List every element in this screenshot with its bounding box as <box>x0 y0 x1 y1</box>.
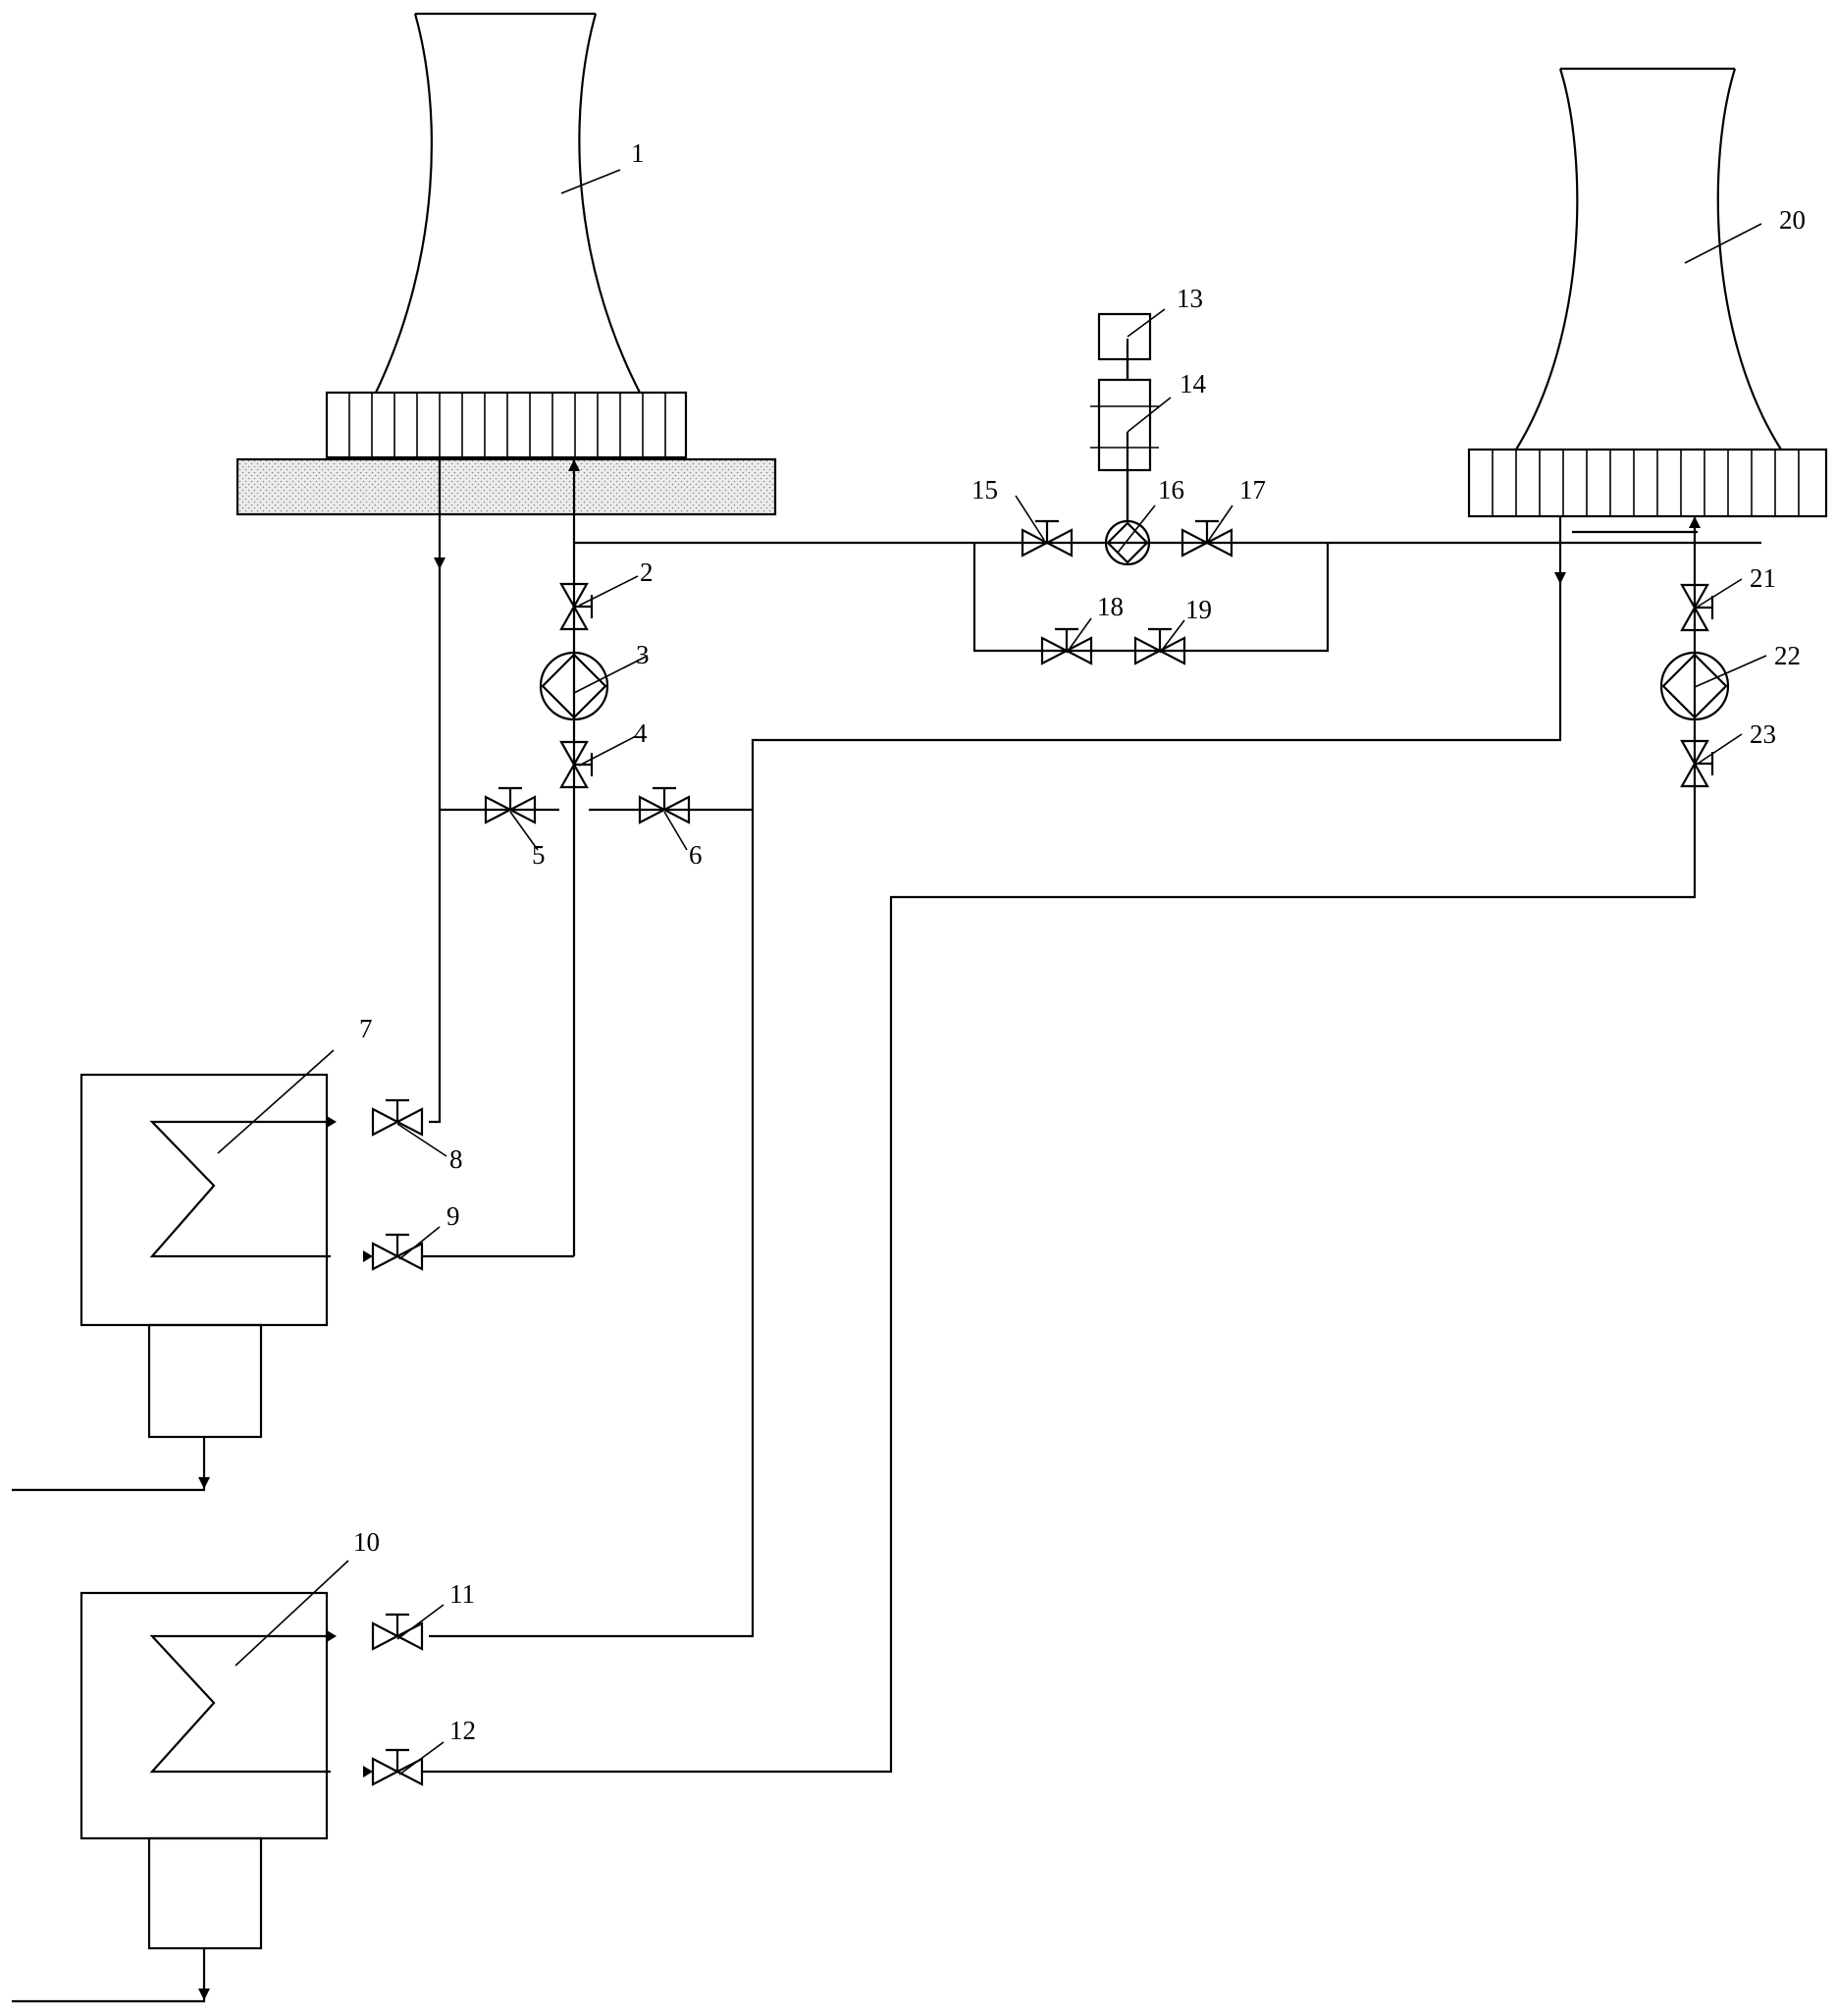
label-13: 13 <box>1177 284 1203 313</box>
label-10: 10 <box>353 1527 380 1557</box>
label-7: 7 <box>359 1014 373 1043</box>
leader-lines <box>217 169 1767 1776</box>
label-12: 12 <box>449 1716 476 1745</box>
valve-12[interactable] <box>371 1748 424 1786</box>
label-23: 23 <box>1750 719 1776 749</box>
label-6: 6 <box>689 840 703 870</box>
label-14: 14 <box>1180 369 1207 398</box>
valve-23[interactable] <box>1680 739 1714 788</box>
label-22: 22 <box>1774 641 1801 670</box>
labels: 1 20 2 3 4 5 6 7 8 9 10 11 12 13 14 15 1… <box>353 138 1806 1745</box>
label-18: 18 <box>1097 592 1124 621</box>
valve-15[interactable] <box>1021 519 1074 557</box>
heat-exchanger-7 <box>12 1073 373 1492</box>
valve-2[interactable] <box>559 582 594 631</box>
valve-17[interactable] <box>1180 519 1233 557</box>
pump-3[interactable] <box>539 651 609 721</box>
label-5: 5 <box>532 840 546 870</box>
tower-1-fill-slats <box>348 393 666 457</box>
cooling-tower-1 <box>236 12 777 516</box>
component-13 <box>1097 312 1152 361</box>
tower-1-basin <box>236 457 777 516</box>
label-9: 9 <box>446 1201 460 1231</box>
label-2: 2 <box>640 557 654 587</box>
label-3: 3 <box>636 640 650 669</box>
pump-22[interactable] <box>1659 651 1730 721</box>
label-21: 21 <box>1750 563 1776 593</box>
heat-exchanger-10 <box>12 1591 373 2003</box>
label-16: 16 <box>1158 475 1184 504</box>
label-17: 17 <box>1239 475 1266 504</box>
cooling-tower-20 <box>1467 67 1828 518</box>
valve-6[interactable] <box>638 786 691 824</box>
valve-19[interactable] <box>1133 627 1186 665</box>
valve-9[interactable] <box>371 1233 424 1271</box>
label-1: 1 <box>631 138 645 168</box>
pipework <box>422 339 1761 1774</box>
label-19: 19 <box>1185 595 1212 624</box>
label-4: 4 <box>634 718 648 748</box>
label-15: 15 <box>971 475 998 504</box>
label-20: 20 <box>1779 205 1806 235</box>
component-14 <box>1090 378 1159 472</box>
label-11: 11 <box>449 1579 475 1609</box>
tower-20-fill-slats <box>1492 450 1800 516</box>
valve-5[interactable] <box>484 786 537 824</box>
valve-8[interactable] <box>371 1098 424 1137</box>
valve-11[interactable] <box>371 1613 424 1651</box>
valve-4[interactable] <box>559 740 594 789</box>
label-8: 8 <box>449 1144 463 1174</box>
valve-21[interactable] <box>1680 583 1714 632</box>
valve-18[interactable] <box>1040 627 1093 665</box>
